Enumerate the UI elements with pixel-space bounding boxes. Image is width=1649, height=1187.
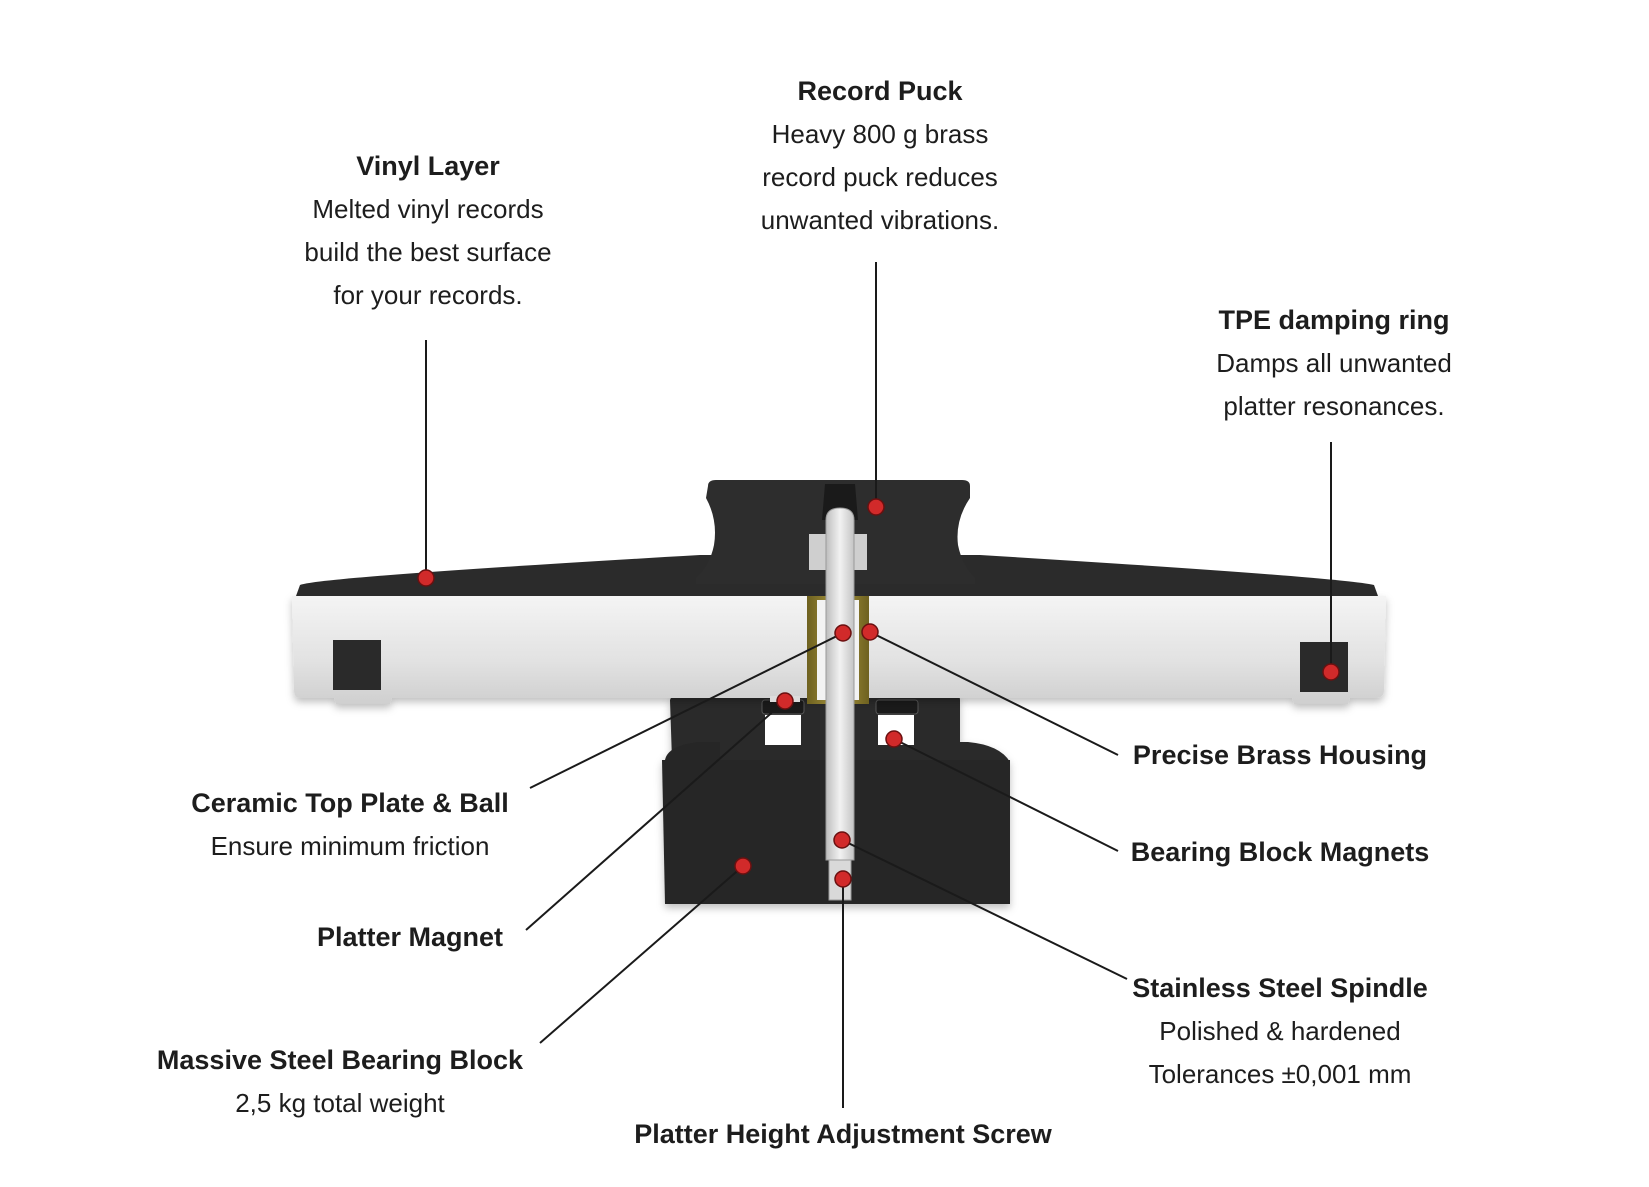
callout-markers: [417, 498, 1340, 888]
callout-title: Ceramic Top Plate & Ball: [191, 788, 509, 818]
callout-text: 2,5 kg total weight: [235, 1088, 445, 1118]
stainless-spindle: [825, 507, 855, 861]
callout-title: Stainless Steel Spindle: [1132, 973, 1428, 1003]
callout-height-screw: Platter Height Adjustment Screw: [603, 1113, 1083, 1156]
callout-bearing-magnets: Bearing Block Magnets: [1110, 831, 1450, 874]
callout-title: Platter Height Adjustment Screw: [634, 1119, 1052, 1149]
callout-title: TPE damping ring: [1218, 305, 1450, 335]
callout-text: Ensure minimum friction: [210, 831, 490, 861]
callout-text: record puck reduces: [762, 162, 998, 192]
callout-text: Damps all unwanted: [1216, 348, 1452, 378]
callout-title: Bearing Block Magnets: [1130, 837, 1430, 867]
callout-vinyl-layer: Vinyl Layer Melted vinyl records build t…: [228, 145, 628, 317]
callout-text: for your records.: [333, 280, 523, 310]
callout-tpe-ring: TPE damping ring Damps all unwanted plat…: [1134, 299, 1534, 428]
callout-text: Heavy 800 g brass: [771, 119, 989, 149]
callout-title: Record Puck: [797, 76, 963, 106]
callout-text: Polished & hardened: [1159, 1016, 1401, 1046]
leader-lines: [425, 262, 1332, 1108]
callout-title: Massive Steel Bearing Block: [156, 1045, 524, 1075]
callout-brass-housing: Precise Brass Housing: [1110, 734, 1450, 777]
callout-title: Platter Magnet: [316, 922, 504, 952]
callout-ceramic-plate: Ceramic Top Plate & Ball Ensure minimum …: [160, 782, 540, 868]
marker-tpe-ring: [1322, 663, 1340, 681]
callout-text: platter resonances.: [1223, 391, 1445, 421]
marker-vinyl-layer: [417, 569, 435, 587]
callout-record-puck: Record Puck Heavy 800 g brass record puc…: [680, 70, 1080, 242]
callout-bearing-block: Massive Steel Bearing Block 2,5 kg total…: [140, 1039, 540, 1125]
marker-record-puck: [867, 498, 885, 516]
callout-text: Melted vinyl records: [312, 194, 544, 224]
marker-bearing-magnets: [885, 730, 903, 748]
callout-platter-magnet: Platter Magnet: [260, 916, 560, 959]
marker-brass-housing: [861, 623, 879, 641]
marker-spindle: [833, 831, 851, 849]
marker-height-screw: [834, 870, 852, 888]
callout-title: Vinyl Layer: [356, 151, 500, 181]
marker-ceramic-plate: [834, 624, 852, 642]
callout-spindle: Stainless Steel Spindle Polished & harde…: [1110, 967, 1450, 1096]
marker-platter-magnet: [776, 692, 794, 710]
tpe-ring-left: [333, 640, 381, 690]
callout-title: Precise Brass Housing: [1132, 740, 1428, 770]
callout-text: unwanted vibrations.: [760, 205, 1000, 235]
callout-text: build the best surface: [304, 237, 552, 267]
callout-text: Tolerances ±0,001 mm: [1148, 1059, 1412, 1089]
marker-bearing-block: [734, 857, 752, 875]
